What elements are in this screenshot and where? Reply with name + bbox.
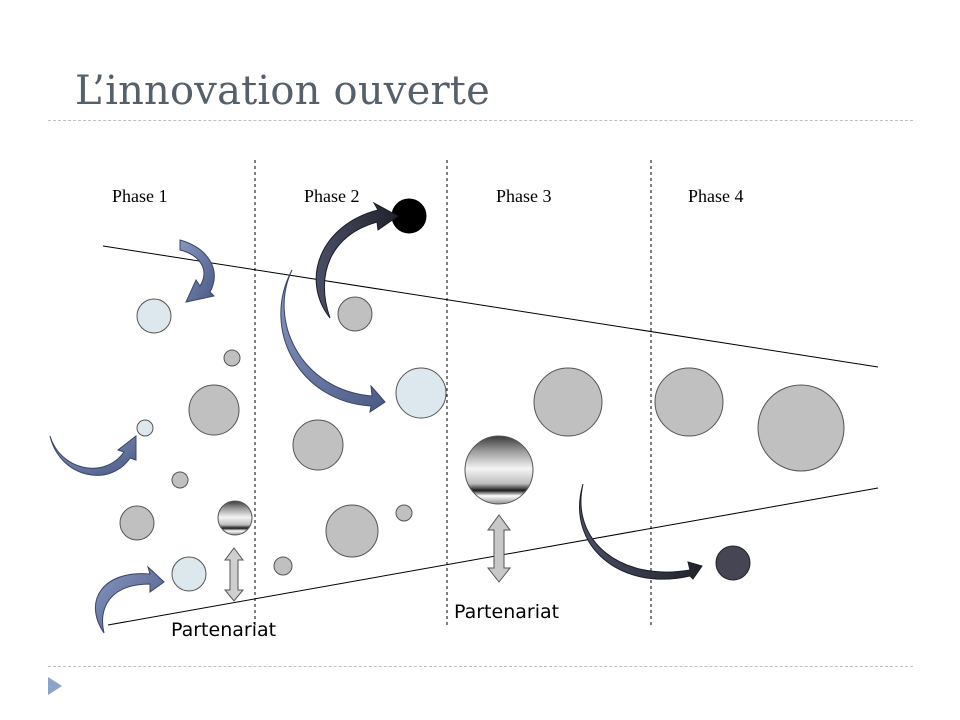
partnership-label: Partenariat <box>171 619 276 641</box>
phase-1-label: Phase 1 <box>112 186 168 206</box>
idea-circle <box>171 471 189 489</box>
funnel-bottom-line <box>107 487 879 626</box>
curved-arrow-icon <box>49 434 137 476</box>
phase-3-label: Phase 3 <box>496 186 552 206</box>
footer-divider <box>48 666 913 667</box>
phase-4-label: Phase 4 <box>688 186 744 206</box>
idea-circle-light <box>395 367 447 419</box>
double-arrow-icon <box>223 547 245 602</box>
idea-circle-spinoff <box>715 545 751 581</box>
idea-circle-metal <box>464 435 534 505</box>
slide-title: L’innovation ouverte <box>75 68 490 114</box>
idea-circle-light <box>136 298 172 334</box>
idea-circle-light <box>136 419 154 437</box>
idea-circle <box>654 367 724 437</box>
next-slide-icon[interactable] <box>48 677 62 695</box>
idea-circle <box>223 349 241 367</box>
idea-circle <box>273 556 293 576</box>
title-divider <box>48 120 913 121</box>
idea-circle <box>292 419 344 471</box>
double-arrow-icon <box>486 514 512 583</box>
idea-circle-light <box>171 556 207 592</box>
idea-circle <box>188 384 240 436</box>
curved-arrow-icon <box>579 483 703 580</box>
partnership-label: Partenariat <box>454 601 559 623</box>
curved-arrow-icon <box>315 201 399 319</box>
curved-arrow-icon <box>94 565 165 634</box>
phase-2-label: Phase 2 <box>304 186 360 206</box>
idea-circle <box>119 505 155 541</box>
idea-circle <box>757 384 845 472</box>
curved-arrow-icon <box>280 269 386 414</box>
idea-circle <box>533 367 603 437</box>
idea-circle-metal <box>217 500 253 536</box>
curved-arrow-icon <box>179 239 216 303</box>
idea-circle <box>325 504 379 558</box>
idea-circle <box>395 504 413 522</box>
funnel-top-line <box>102 245 879 368</box>
idea-circle <box>337 296 373 332</box>
